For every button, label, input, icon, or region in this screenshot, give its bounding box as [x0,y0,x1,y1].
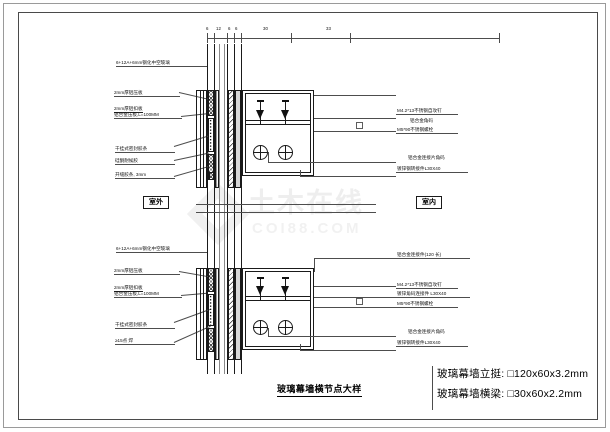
dim-value-3: 6 [235,26,238,31]
dim-value-4: 30 [263,26,268,31]
upper-right-label-1: 铝合金角码 [410,118,433,123]
lower-right-label-0: 铝合金连接件(120 长) [397,252,442,257]
spec-transom: 玻璃幕墙横梁: □30x60x2.2mm [437,388,583,400]
upper-right-label-2: M5*90不锈钢螺栓 [397,127,434,132]
sheet-outer-border [3,3,606,428]
upper-right-label-4: 镀锌钢转接件L30X40 [397,166,441,171]
lower-left-label-1: 2mm厚铝扣板 [114,285,143,293]
zone-tag-indoor: 室内 [416,196,442,209]
drawing-title-text: 玻璃幕墙横节点大样 [277,384,362,397]
upper-left-label-1: 2mm厚铝扣板 [114,106,143,114]
lower-right-label-5: 镀锌钢转接件L30X40 [397,340,441,345]
upper-right-label-3: 铝合金连接片角码 [408,155,445,160]
sheet-inner-border [18,12,598,420]
lower-right-label-2: 镀锌角码连接件 L30X40 [397,291,447,296]
spec-mullion: 玻璃幕墙立挺: □120x60x3.2mm [437,368,589,380]
lower-right-label-4: 铝合金连接片角码 [408,329,445,334]
dim-value-5: 33 [326,26,331,31]
dim-value-0: 6 [206,26,209,31]
dim-value-2: 6 [228,26,231,31]
dim-value-1: 12 [216,26,221,31]
lower-right-label-3: M5*90不锈钢螺栓 [397,301,434,306]
lower-right-label-1: M4.2*13不锈钢自攻钉 [397,282,442,287]
zone-tag-outdoor: 室外 [143,196,169,209]
drawing-title: 玻璃幕墙横节点大样 [277,382,362,397]
upper-right-label-0: M4.2*13不锈钢自攻钉 [397,108,442,113]
